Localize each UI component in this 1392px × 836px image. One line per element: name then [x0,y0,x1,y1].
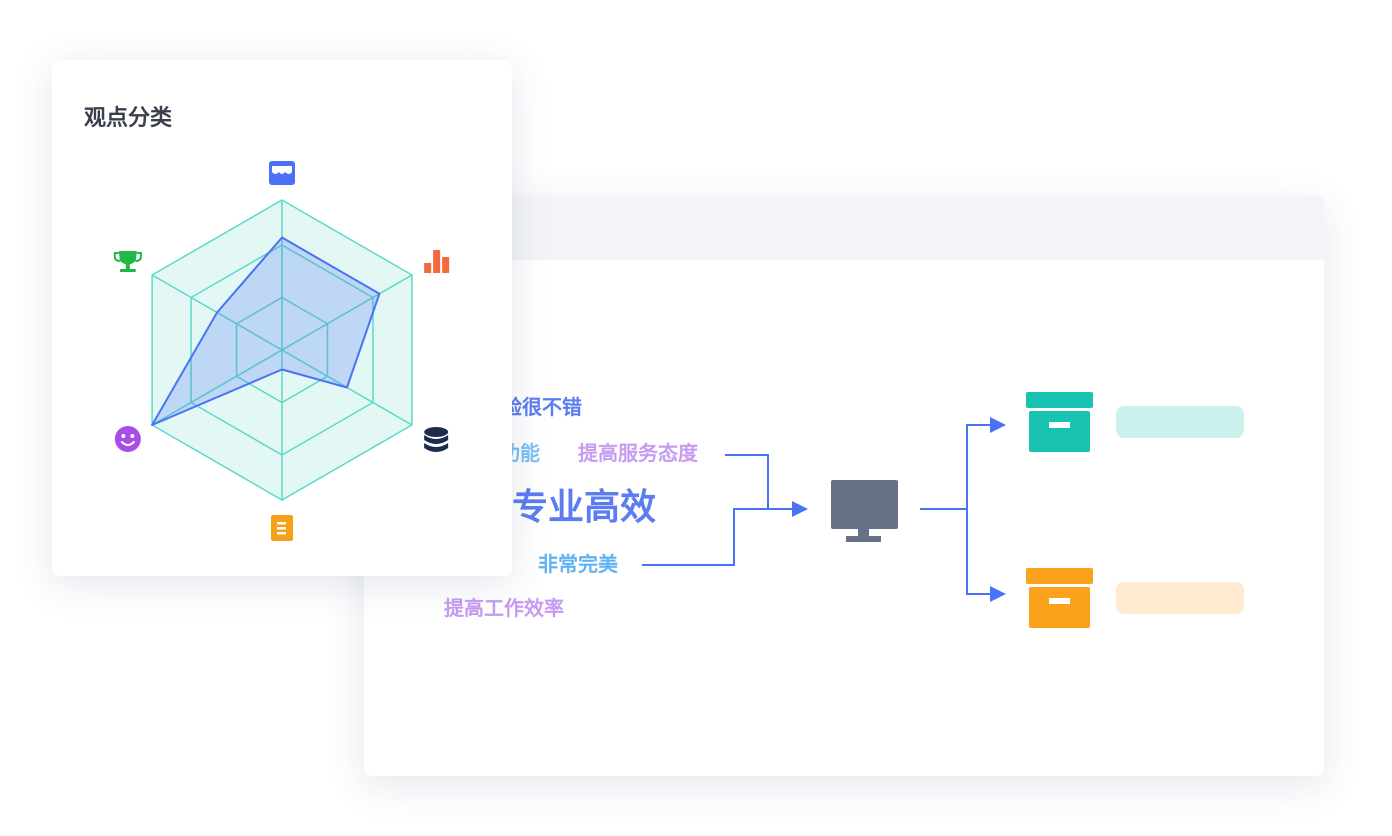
word-feichang-wanmei: 非常完美 [538,552,618,576]
archive-box-icon [1026,392,1093,452]
word-tigao-fuwu: 提高服务态度 [578,441,698,465]
window-header [364,196,1324,260]
database-icon [424,427,449,452]
connector-line-bottom [642,508,794,566]
radar-spoke-1 [281,274,413,351]
connector-line-top [725,454,794,510]
smiley-icon [114,426,141,452]
branch-line [920,424,992,595]
arrow-to-monitor [792,501,808,517]
word-tigao-gongzuo: 提高工作效率 [444,596,564,620]
document-icon [271,515,293,541]
flow-diagram [642,392,1093,628]
opinion-classification-card: 观点分类 [52,60,512,576]
store-icon [269,161,295,185]
radar-chart [113,161,450,541]
card-title: 观点分类 [84,106,173,131]
radar-series-0 [151,236,381,426]
arrow-to-box-bottom [990,586,1006,602]
word-zhuanye-gaoxiao: 专业高效 [512,487,657,528]
result-pill-orange [1116,582,1244,614]
monitor-icon [831,480,898,542]
archive-box-icon [1026,568,1093,628]
radar-spoke-4 [151,349,283,426]
flow-window: 体验很不错 功能 提高服务态度 专业高效 非常完美 提高工作效率 [364,196,1324,776]
result-pill-teal [1116,406,1244,438]
trophy-icon [113,251,142,272]
bar-chart-icon [424,250,450,273]
arrow-to-box-top [990,417,1006,433]
